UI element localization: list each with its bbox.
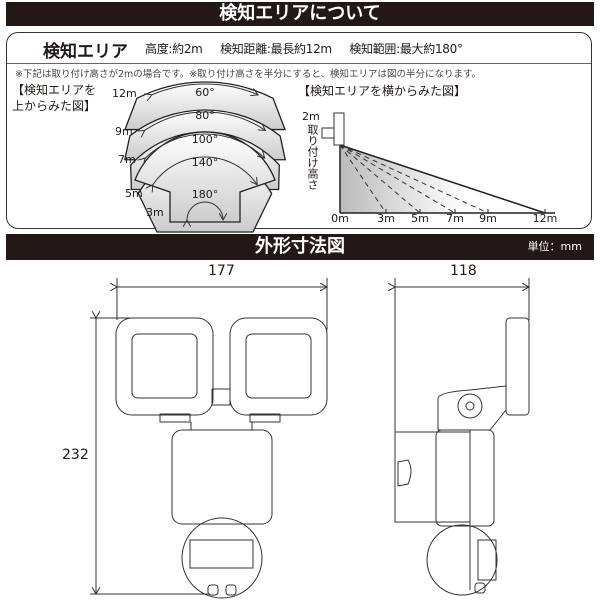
angle-label: 60° <box>195 86 215 99</box>
mounting-note: ※下記は取り付け高さが2mの場合です。※取り付け高さを半分にすると、検知エリアは… <box>15 69 482 80</box>
section-header-detection-area: 検知エリアについて <box>6 2 594 26</box>
distance-tick-label: 12m <box>533 212 558 225</box>
unit-label: 単位：mm <box>527 240 582 253</box>
side-distance-labels: 0m 3m 5m 7m 9m 12m <box>331 209 557 225</box>
detection-area-panel: 検知エリア 高度:約2m 検知距離:最長約12m 検知範囲:最大約180° ※下… <box>6 32 592 229</box>
spec-list: 高度:約2m 検知距離:最長約12m 検知範囲:最大約180° <box>145 40 477 57</box>
distance-label: 5m <box>125 187 143 200</box>
height-value: 232 <box>62 447 89 463</box>
side-view-label: 【検知エリアを横からみた図】 <box>298 84 467 98</box>
front-view-device <box>115 317 328 599</box>
spec-range: 検知範囲:最大約180° <box>349 42 463 56</box>
angle-arc <box>145 111 266 130</box>
angle-label: 80° <box>195 109 215 122</box>
angle-arc <box>187 201 223 220</box>
spec-height: 高度:約2m <box>145 42 203 56</box>
section-title: 検知エリアについて <box>219 3 381 24</box>
distance-tick-label: 0m <box>331 212 349 225</box>
width-value: 177 <box>208 263 235 279</box>
range-line-12m <box>339 144 546 214</box>
side-view-diagram <box>321 112 555 214</box>
spec-distance: 検知距離:最長約12m <box>220 42 332 56</box>
height-label: 2m <box>302 110 320 123</box>
detection-area-title-row: 検知エリア 高度:約2m 検知距離:最長約12m 検知範囲:最大約180° <box>7 33 591 64</box>
detection-ray <box>339 144 456 214</box>
distance-tick-label: 5m <box>411 212 429 225</box>
detection-ray <box>339 144 489 214</box>
distance-tick-label: 9m <box>479 212 497 225</box>
top-view-fan: 60° 12m 80° 9m 100° 7m 140° 5m 180° 3m <box>112 81 287 233</box>
angle-label: 180° <box>192 188 219 201</box>
distance-label: 12m <box>112 87 137 100</box>
light-icon <box>333 112 345 146</box>
section-title: 外形寸法図 <box>255 236 345 257</box>
top-view-label: 【検知エリアを上からみた図】 <box>12 83 97 113</box>
section-header-dimensions: 外形寸法図 単位：mm <box>6 234 594 260</box>
angle-arc <box>153 156 257 185</box>
depth-value: 118 <box>450 263 477 279</box>
angle-arc <box>152 83 258 95</box>
distance-label: 9m <box>115 125 133 138</box>
distance-label: 7m <box>118 153 136 166</box>
side-view-device <box>394 317 530 596</box>
distance-tick-label: 7m <box>446 212 464 225</box>
light-head-icon <box>321 127 335 139</box>
angle-label: 140° <box>192 156 219 169</box>
height-caption: 取り付け高さ <box>306 124 319 190</box>
dimension-drawings <box>90 278 530 599</box>
distance-label: 3m <box>146 206 164 219</box>
distance-tick-label: 3m <box>377 212 395 225</box>
angle-label: 100° <box>192 133 219 146</box>
angle-arc <box>145 133 264 158</box>
detection-ray <box>339 144 387 214</box>
area-title: 検知エリア <box>43 42 128 62</box>
